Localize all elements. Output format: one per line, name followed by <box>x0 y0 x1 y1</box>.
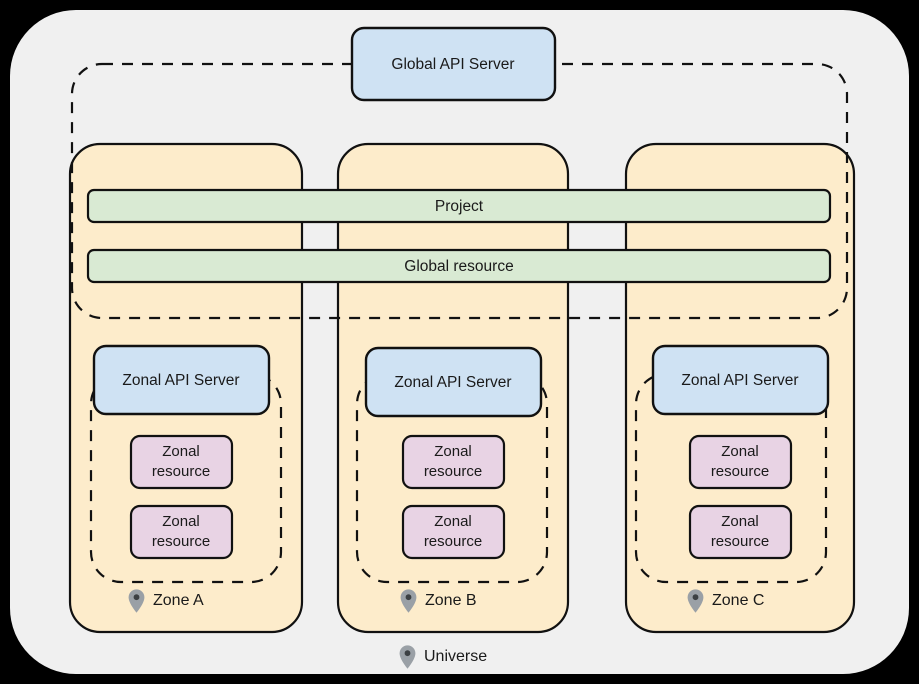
zone-b-resource-1[interactable] <box>401 434 506 490</box>
zone-a-resource-1[interactable] <box>129 434 234 490</box>
zone-c-api-server-box[interactable] <box>651 344 830 416</box>
zone-a-resource-1-line2: resource <box>152 463 210 480</box>
global-resource-bar[interactable] <box>86 248 832 284</box>
zone-b-resource-2-line1: Zonal <box>434 513 472 530</box>
zone-c-resource-2[interactable] <box>688 504 793 560</box>
zone-c-resource-1-line2: resource <box>711 463 769 480</box>
zone-b-resource-2-line2: resource <box>424 533 482 550</box>
zone-b-resource-1-line1: Zonal <box>434 443 472 460</box>
zone-b-name: Zone B <box>425 592 477 609</box>
zone-a-resource-2[interactable] <box>129 504 234 560</box>
zone-c-resource-1-line1: Zonal <box>721 443 759 460</box>
zone-b-resource-1-line2: resource <box>424 463 482 480</box>
zone-b-api-server-label: Zonal API Server <box>394 374 511 391</box>
zone-c-name: Zone C <box>712 592 764 609</box>
zone-a-resource-2-line1: Zonal <box>162 513 200 530</box>
project-bar-label: Project <box>435 198 484 215</box>
zone-b-resource-2[interactable] <box>401 504 506 560</box>
universe-label: Universe <box>424 648 487 665</box>
zone-c-api-server-label: Zonal API Server <box>681 372 798 389</box>
global-api-server-label: Global API Server <box>391 56 514 73</box>
zone-c-resource-2-line2: resource <box>711 533 769 550</box>
zone-b-api-server-box[interactable] <box>364 346 543 418</box>
zone-a-resource-2-line2: resource <box>152 533 210 550</box>
zone-c-resource-1[interactable] <box>688 434 793 490</box>
global-boundary <box>70 62 849 320</box>
zone-a-api-server-box[interactable] <box>92 344 271 416</box>
zone-a-resource-1-line1: Zonal <box>162 443 200 460</box>
zone-a-api-server-label: Zonal API Server <box>122 372 239 389</box>
zone-a-name: Zone A <box>153 592 204 609</box>
project-bar[interactable] <box>86 188 832 224</box>
global-api-server-box[interactable] <box>350 26 557 102</box>
zone-c-resource-2-line1: Zonal <box>721 513 759 530</box>
global-resource-bar-label: Global resource <box>404 258 513 275</box>
